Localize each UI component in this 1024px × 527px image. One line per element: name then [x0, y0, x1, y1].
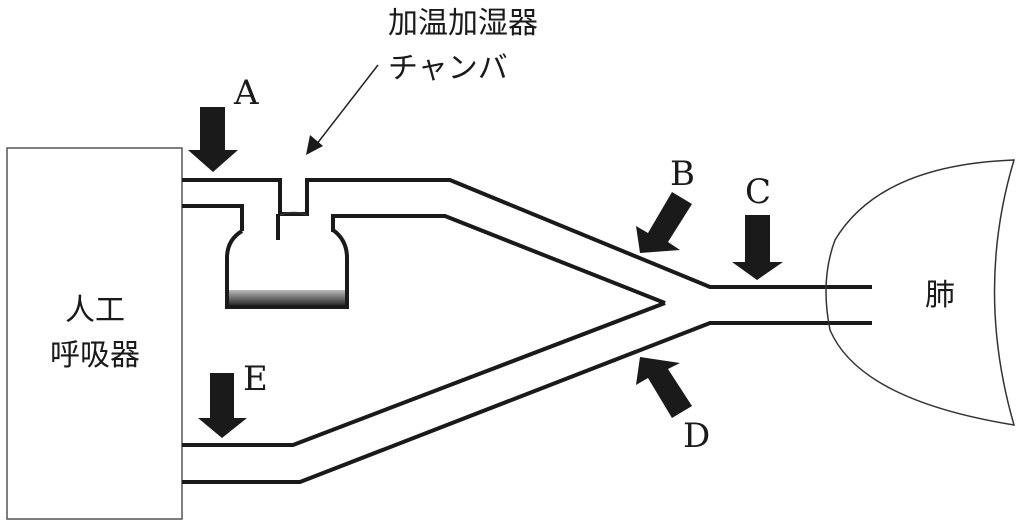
arrow-a: [188, 107, 238, 172]
label-e: E: [243, 359, 268, 399]
label-b: B: [670, 154, 695, 194]
arrow-c: [732, 215, 783, 280]
label-a: A: [233, 73, 259, 113]
lung-outline: [825, 159, 1016, 426]
expiratory-tube-inner-wall: [182, 301, 666, 447]
label-d: D: [683, 416, 710, 456]
ventilator-label-line1: 人工: [65, 293, 125, 328]
arrow-b: [636, 192, 692, 253]
chamber-water: [227, 290, 347, 306]
ventilator-label-line2: 呼吸器: [50, 338, 140, 373]
arrow-d: [636, 357, 692, 418]
expiratory-tube-outer-wall: [182, 321, 872, 484]
chamber-inlet-cap: [279, 211, 308, 216]
lung-label: 肺: [925, 278, 955, 313]
inspiratory-tube-outer-wall: [182, 178, 872, 289]
label-c: C: [745, 172, 771, 212]
chamber-label-line1: 加温加湿器: [388, 6, 538, 41]
chamber-pointer-arrowhead: [306, 135, 323, 155]
ventilator-box: [6, 147, 183, 520]
arrow-e: [198, 373, 247, 438]
inspiratory-tube-inner-wall: [182, 204, 666, 305]
chamber-label-line2: チャンバ: [388, 51, 508, 86]
chamber-pointer-line: [315, 64, 379, 146]
humidifier-chamber: [225, 228, 349, 309]
